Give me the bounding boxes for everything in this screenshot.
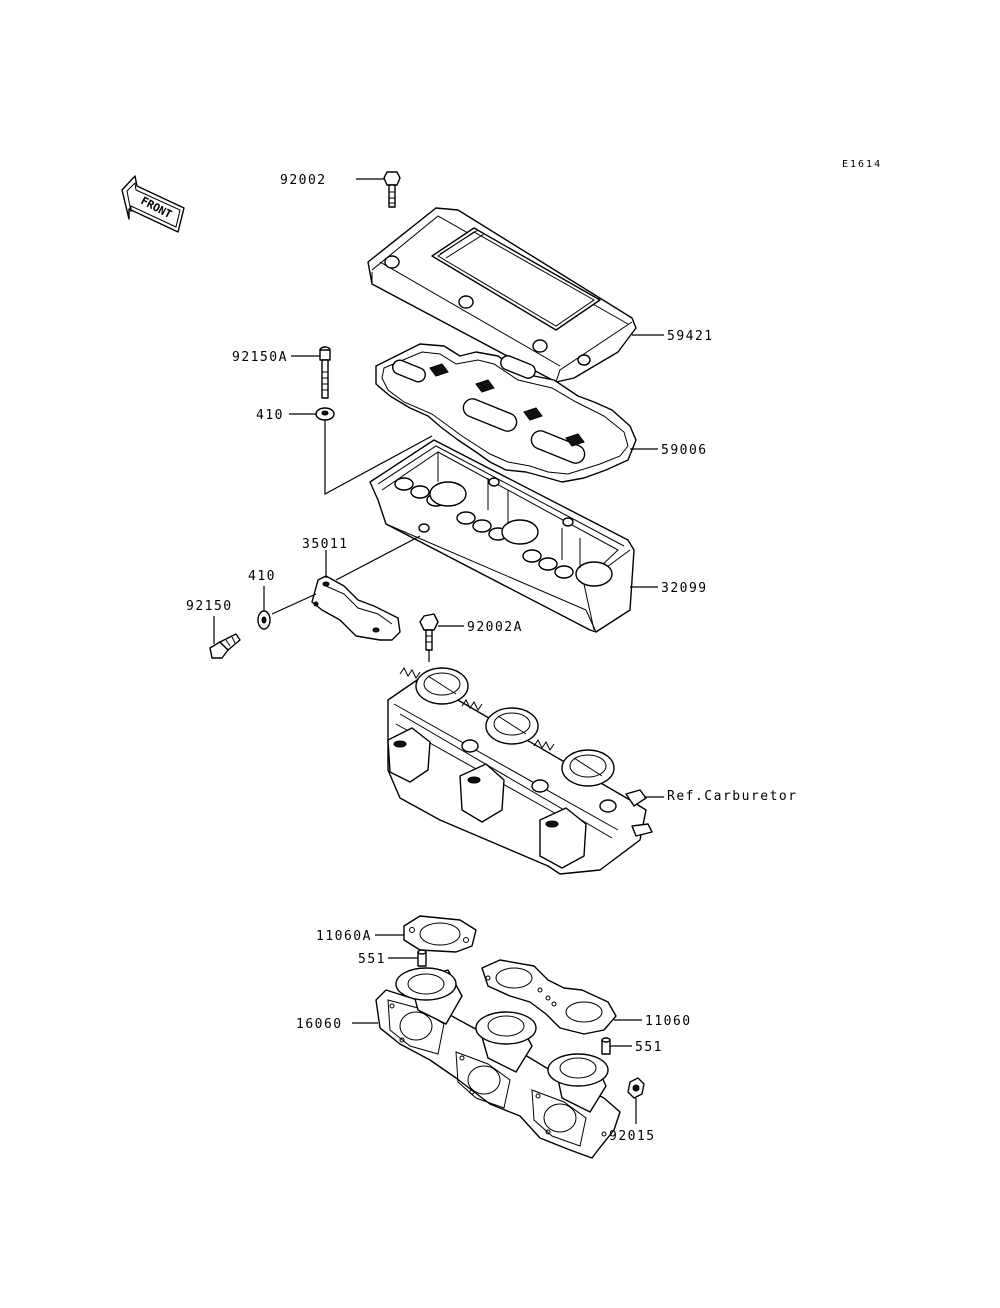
leader-bracket-to-base (335, 535, 421, 581)
bolt-long-icon (319, 346, 331, 399)
diagram-code: E1614 (842, 159, 882, 170)
label-base: 32099 (661, 581, 708, 596)
label-bolt-mid: 92002A (467, 620, 523, 635)
label-bolt-top: 92002 (280, 173, 327, 188)
label-cover: 59421 (667, 329, 714, 344)
air-filter-base (369, 439, 635, 633)
air-filter-cover (367, 207, 637, 383)
front-arrow-icon: FRONT (121, 175, 185, 233)
label-manifold: 16060 (296, 1017, 343, 1032)
bracket-icon (311, 575, 401, 641)
label-bolt-short: 92150 (186, 599, 233, 614)
gasket-small-icon (403, 915, 477, 953)
label-washer-upper: 410 (256, 408, 284, 423)
label-nut: 92015 (609, 1129, 656, 1144)
label-gasket-right: 11060 (645, 1014, 692, 1029)
intake-manifold (375, 967, 621, 1159)
label-dowel-upper: 551 (358, 952, 386, 967)
gasket-right-icon (481, 959, 617, 1035)
carburetor-assembly (387, 667, 653, 875)
label-bracket: 35011 (302, 537, 349, 552)
washer-lower-icon (257, 610, 271, 630)
bolt-short-icon (209, 633, 241, 659)
gasket-icon (375, 343, 637, 483)
bolt-top-icon (383, 171, 401, 208)
label-bolt-long: 92150A (232, 350, 288, 365)
label-gasket-small: 11060A (316, 929, 372, 944)
dowel-upper-icon (417, 949, 427, 967)
label-washer-lower: 410 (248, 569, 276, 584)
dowel-lower-icon (601, 1037, 611, 1055)
nut-icon (627, 1077, 645, 1099)
leader-bracket-to-washer (271, 593, 317, 615)
bolt-mid-icon (419, 613, 439, 651)
label-dowel-lower: 551 (635, 1040, 663, 1055)
leader-washer-path (324, 420, 433, 496)
label-carburetor: Ref.Carburetor (667, 789, 798, 804)
washer-upper-icon (315, 407, 335, 421)
label-gasket: 59006 (661, 443, 708, 458)
